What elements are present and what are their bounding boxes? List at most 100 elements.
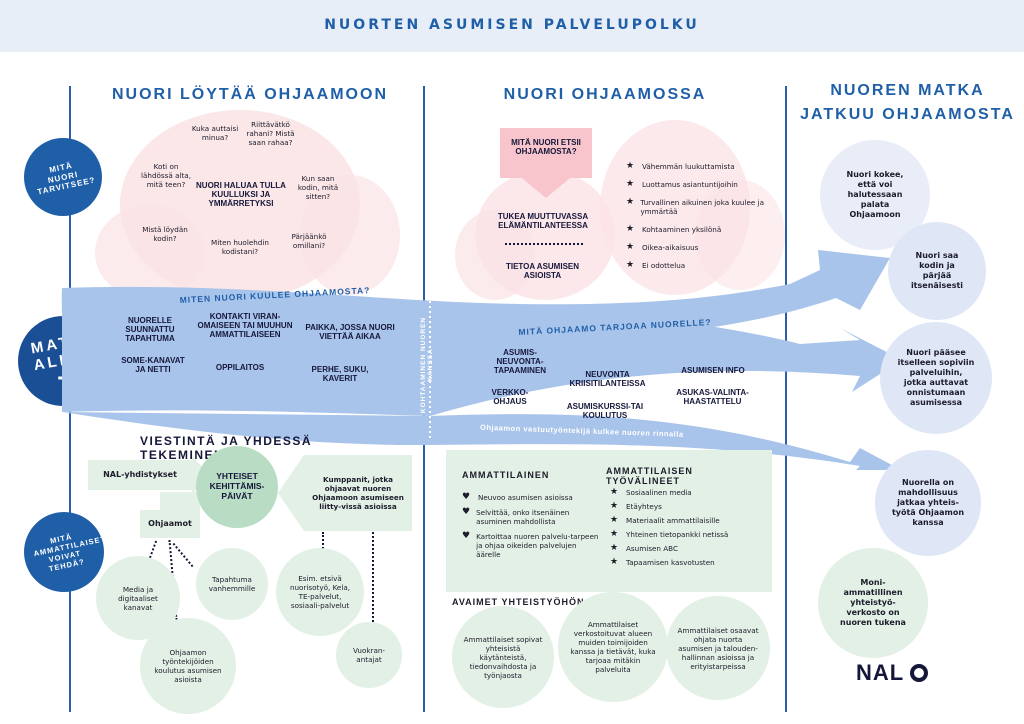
tools-list: ★Sosiaalinen media ★Etäyhteys ★Materiaal… xyxy=(610,488,770,572)
band-hear-item-4: SOME-KANAVAT JA NETTI xyxy=(121,356,185,375)
nal-associations-box: NAL-yhdistykset xyxy=(88,460,192,490)
divider-right xyxy=(785,86,787,712)
professional-item: ♥Kartoittaa nuoren palvelu-tarpeen ja oh… xyxy=(462,531,599,560)
header-bar xyxy=(0,0,1024,52)
tools-item: ★Asumisen ABC xyxy=(610,543,678,554)
seeks-cloud-puff-1 xyxy=(455,210,535,300)
ohjaamot-box: Ohjaamot xyxy=(140,510,200,538)
left-column-title: NUORI LÖYTÄÄ OHJAAMOON xyxy=(112,86,388,103)
tools-item: ★Tapaamisen kasvotusten xyxy=(610,557,715,568)
journey-circle-3: Nuori pääsee itselleen sopiviin palvelui… xyxy=(880,322,992,434)
need-question-3: Koti on lähdössä alta, mitä teen? xyxy=(140,162,191,189)
connector-dots xyxy=(322,532,324,560)
tools-item: ★Yhteinen tietopankki netissä xyxy=(610,529,729,540)
band-vertical-label: KOHTAAMINEN NUOREN KANSSA xyxy=(420,316,434,414)
partners-arrow-left xyxy=(278,455,304,531)
comm-circle-parents: Tapahtuma vanhemmille xyxy=(196,548,268,620)
star-icon: ★ xyxy=(610,515,619,525)
journey-circle-4: Nuorella on mahdollisuus jatkaa yhteis-t… xyxy=(875,450,981,556)
seeks-list-item: ★Turvallinen aikuinen joka kuulee ja ymm… xyxy=(626,197,764,217)
right-column-title-1: NUOREN MATKA xyxy=(830,82,985,99)
star-icon: ★ xyxy=(610,529,619,539)
ohjaamot-connector xyxy=(160,492,200,512)
seeks-divider xyxy=(505,243,583,245)
seeks-list-item: ★Vähemmän luukuttamista xyxy=(626,161,735,172)
tools-item: ★Sosiaalinen media xyxy=(610,487,692,498)
seeks-info: TIETOA ASUMISEN ASIOISTA xyxy=(505,262,580,281)
professional-panel xyxy=(446,450,772,592)
nal-logo: NAL xyxy=(856,660,929,686)
star-icon: ★ xyxy=(626,260,635,270)
comm-circle-training: Ohjaamon työntekijöiden koulutus asumise… xyxy=(140,618,236,714)
journey-band xyxy=(61,250,902,470)
seeks-list-item: ★Luottamus asiantuntijoihin xyxy=(626,179,738,190)
journey-circle-2: Nuori saa kodin ja pärjää itsenäisesti xyxy=(888,222,986,320)
band-hear-item-3: PAIKKA, JOSSA NUORI VIETTÄÄ AIKAA xyxy=(305,323,395,342)
band-lower-arrow xyxy=(62,412,902,470)
star-icon: ★ xyxy=(626,161,635,171)
seeks-list-item: ★Oikea-aikaisuus xyxy=(626,242,699,253)
star-icon: ★ xyxy=(626,197,635,207)
star-icon: ★ xyxy=(626,179,635,189)
keys-circle-2: Ammattilaiset verkostoituvat alueen muid… xyxy=(558,592,668,702)
tools-title: AMMATTILAISEN TYÖVÄLINEET xyxy=(606,466,693,486)
need-question-4: Kun saan kodin, mitä sitten? xyxy=(297,174,339,201)
seeks-arrow-down xyxy=(522,178,570,198)
heart-icon: ♥ xyxy=(462,531,471,541)
star-icon: ★ xyxy=(610,487,619,497)
seeks-question-box: MITÄ NUORI ETSII OHJAAMOSTA? xyxy=(500,128,592,178)
band-hear-item-6: PERHE, SUKU, KAVERIT xyxy=(311,365,369,384)
tools-item: ★Materiaalit ammattilaisille xyxy=(610,515,720,526)
seeks-question: MITÄ NUORI ETSII OHJAAMOSTA? xyxy=(511,138,581,157)
page-title: NUORTEN ASUMISEN PALVELUPOLKU xyxy=(324,17,700,33)
comm-circle-landlords: Vuokran-antajat xyxy=(336,622,402,688)
band-hear-item-5: OPPILAITOS xyxy=(215,363,265,372)
connector-dots xyxy=(172,542,194,568)
seeks-support: TUKEA MUUTTUVASSA ELÄMÄNTILANTEESSA xyxy=(497,212,589,231)
band-offer-item-4: VERKKO-OHJAUS xyxy=(491,388,529,407)
professionals-label-circle: MITÄ AMMATTILAISET VOIVAT TEHDÄ? xyxy=(24,512,107,592)
needs-cloud-puff-2 xyxy=(300,175,400,295)
right-column-title-2: JATKUU OHJAAMOSTA xyxy=(800,106,1015,123)
star-icon: ★ xyxy=(610,501,619,511)
heart-icon: ♥ xyxy=(462,507,471,517)
seeks-list-item: ★Kohtaaminen yksilönä xyxy=(626,224,722,235)
tools-item: ★Etäyhteys xyxy=(610,501,662,512)
needs-cloud-puff-1 xyxy=(95,205,205,300)
professionals-label: MITÄ AMMATTILAISET VOIVAT TEHDÄ? xyxy=(32,532,107,574)
band-left xyxy=(62,289,430,416)
band-offer-item-1: ASUMIS-NEUVONTA-TAPAAMINEN xyxy=(493,348,547,376)
band-middle-arrow xyxy=(430,306,902,416)
middle-column-title: NUORI OHJAAMOSSA xyxy=(503,86,707,103)
band-hear-item-2: KONTAKTI VIRAN-OMAISEEN TAI MUUHUN AMMAT… xyxy=(197,312,293,340)
need-question-2: Riittävätkö rahani? Mistä saan rahaa? xyxy=(246,120,295,147)
band-offer-item-3: ASUMISEN INFO xyxy=(681,366,745,375)
need-question-6: Miten huolehdin kodistani? xyxy=(211,238,269,256)
journey-circle-5: Moni-ammatillinen yhteistyö-verkosto on … xyxy=(818,548,928,658)
needs-label: MITÄ NUORI TARVITSEE? xyxy=(36,160,97,197)
professional-item: ♥Selvittää, onko itsenäinen asuminen mah… xyxy=(462,507,570,527)
need-question-1: Kuka auttaisi minua? xyxy=(191,124,239,142)
star-icon: ★ xyxy=(626,242,635,252)
connector-dots xyxy=(372,532,374,622)
keys-title: AVAIMET YHTEISTYÖHÖN xyxy=(452,597,585,607)
professional-title: AMMATTILAINEN xyxy=(462,470,550,480)
need-center: NUORI HALUAA TULLA KUULLUKSI JA YMMÄRRET… xyxy=(196,181,286,209)
development-days-circle: YHTEISET KEHITTÄMIS-PÄIVÄT xyxy=(196,446,278,528)
heart-icon: ♥ xyxy=(462,492,471,502)
band-offer-item-6: ASUKAS-VALINTA-HAASTATTELU xyxy=(676,388,749,407)
keys-circle-1: Ammattilaiset sopivat yhteisistä käytänt… xyxy=(452,606,554,708)
star-icon: ★ xyxy=(610,543,619,553)
professional-list: ♥Neuvoo asumisen asioissa ♥Selvittää, on… xyxy=(462,493,602,565)
band-offer-item-2: NEUVONTA KRIISITILANTEISSA xyxy=(569,370,646,389)
needs-label-circle: MITÄ NUORI TARVITSEE? xyxy=(24,138,102,216)
keys-circle-3: Ammattilaiset osaavat ohjata nuorta asum… xyxy=(666,596,770,700)
partners-box: Kumppanit, jotka ohjaavat nuoren Ohjaamo… xyxy=(304,455,412,531)
star-icon: ★ xyxy=(626,224,635,234)
band-hear-item-1: NUORELLE SUUNNATTU TAPAHTUMA xyxy=(125,316,175,344)
seeks-list: ★Vähemmän luukuttamista ★Luottamus asian… xyxy=(626,162,776,276)
need-question-7: Pärjäänkö omillani? xyxy=(291,232,327,250)
star-icon: ★ xyxy=(610,557,619,567)
professional-item: ♥Neuvoo asumisen asioissa xyxy=(462,492,573,503)
